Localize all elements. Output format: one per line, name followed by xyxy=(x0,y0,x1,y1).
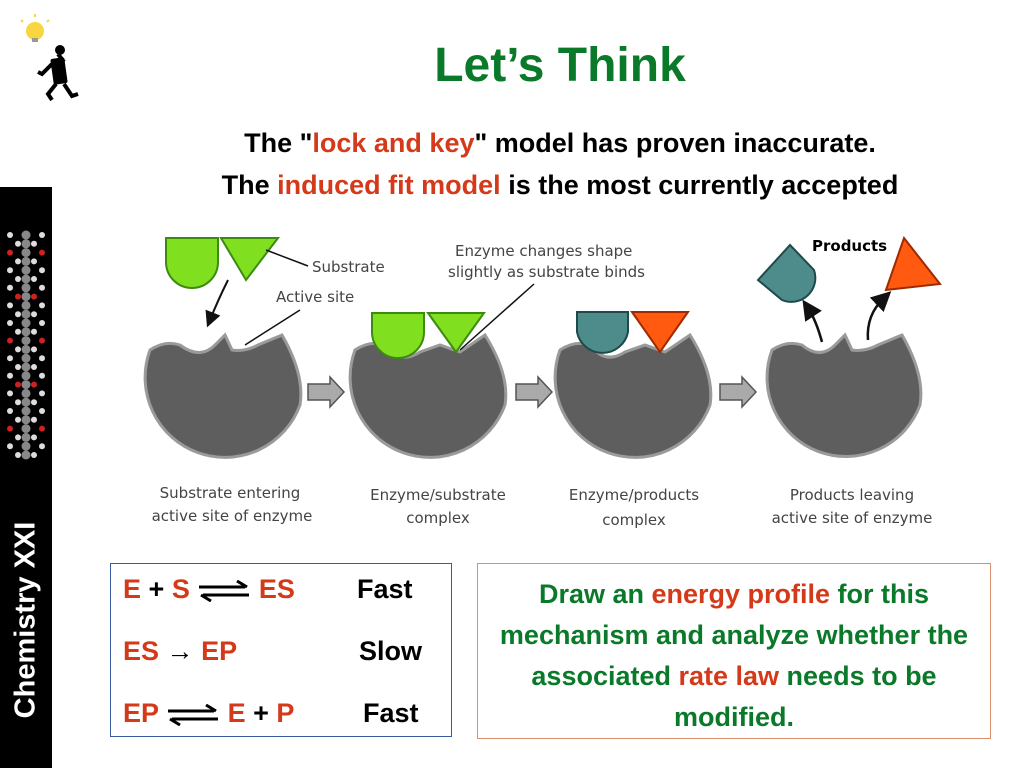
enzyme-change-label-1: Enzyme changes shape xyxy=(455,242,632,260)
task-text-part-1: Draw an xyxy=(538,579,652,609)
page-title: Let’s Think xyxy=(434,39,686,92)
mechanism-step-3: EP E + P xyxy=(123,698,294,729)
mechanism-step-2: ES → EP xyxy=(123,636,237,667)
subtitle-line-2: The induced fit model is the most curren… xyxy=(100,170,1020,201)
rate-law-highlight: rate law xyxy=(678,661,780,691)
step-3-rate: Fast xyxy=(363,698,419,728)
stage-3-caption-line-1: Enzyme/products xyxy=(569,486,699,504)
stage-3-caption-line-2: complex xyxy=(602,511,666,529)
stage-1-caption-line-1: Substrate entering xyxy=(160,484,301,502)
stage-arrow-1 xyxy=(307,375,346,409)
sidebar-label: Chemistry XXI xyxy=(9,521,42,719)
species-p: P xyxy=(276,698,295,728)
mechanism-step-1: E + S ES xyxy=(123,574,295,605)
substrate-half-circle xyxy=(165,237,219,289)
stage-4-caption-line-1: Products leaving xyxy=(790,486,914,504)
species-ep: EP xyxy=(123,698,159,728)
product-teal xyxy=(756,243,817,303)
step-1-rate: Fast xyxy=(357,574,413,604)
subtitle-line-1-post: " model has proven inaccurate. xyxy=(474,128,876,158)
products-label: Products xyxy=(812,237,887,255)
thinking-stick-figure-icon xyxy=(20,14,79,102)
stage-2-caption-line-1: Enzyme/substrate xyxy=(370,486,506,504)
active-site-label: Active site xyxy=(276,288,354,306)
molecule-chain-icon xyxy=(7,230,45,460)
lock-and-key-highlight: lock and key xyxy=(312,128,475,158)
species-es: ES xyxy=(123,636,160,666)
species-e: E xyxy=(123,574,142,604)
species-s: S xyxy=(171,574,190,604)
sidebar xyxy=(0,187,52,768)
stage-4-caption-line-2: active site of enzyme xyxy=(772,509,933,527)
subtitle-line-1: The "lock and key" model has proven inac… xyxy=(100,128,1020,159)
stage-arrow-2 xyxy=(515,375,554,409)
subtitle-line-2-pre: The xyxy=(221,170,278,200)
stage-arrow-3 xyxy=(719,375,758,409)
stage-2-caption-line-2: complex xyxy=(406,509,470,527)
mechanism-box: E + S ES Fast ES → EP Slow EP E + P Fast xyxy=(110,563,452,737)
substrate-label: Substrate xyxy=(312,258,385,276)
step-2-rate: Slow xyxy=(359,636,423,666)
energy-profile-highlight: energy profile xyxy=(651,579,831,609)
enzyme-stage-3 xyxy=(553,332,713,459)
enzyme-stage-1 xyxy=(143,332,303,459)
subtitle-line-2-post: is the most currently accepted xyxy=(500,170,899,200)
induced-fit-diagram: Substrate Active site Enzyme changes sha… xyxy=(143,235,942,529)
plus-sign: + xyxy=(253,698,269,728)
product-orange xyxy=(884,235,942,292)
plus-sign: + xyxy=(148,574,165,604)
induced-fit-highlight: induced fit model xyxy=(277,170,501,200)
enzyme-stage-4 xyxy=(765,332,923,458)
forward-arrow-icon: → xyxy=(166,636,194,666)
task-text-part-5: needs to be modified. xyxy=(674,661,937,732)
stage-1-caption-line-2: active site of enzyme xyxy=(152,507,313,525)
task-box: Draw an energy profile for this mechanis… xyxy=(477,563,991,739)
species-e: E xyxy=(227,698,246,728)
species-es: ES xyxy=(258,574,295,604)
task-text-part-3: for this mechanism and analyze whether t… xyxy=(499,579,969,691)
species-ep: EP xyxy=(201,636,238,666)
equilibrium-arrows-icon xyxy=(168,703,219,726)
enzyme-stage-2 xyxy=(348,332,508,459)
equilibrium-arrows-icon xyxy=(199,579,250,602)
enzyme-change-label-2: slightly as substrate binds xyxy=(448,263,645,281)
substrate-triangle xyxy=(219,237,281,282)
subtitle-line-1-pre: The " xyxy=(244,128,313,158)
task-text: Draw an energy profile for this mechanis… xyxy=(478,574,990,738)
